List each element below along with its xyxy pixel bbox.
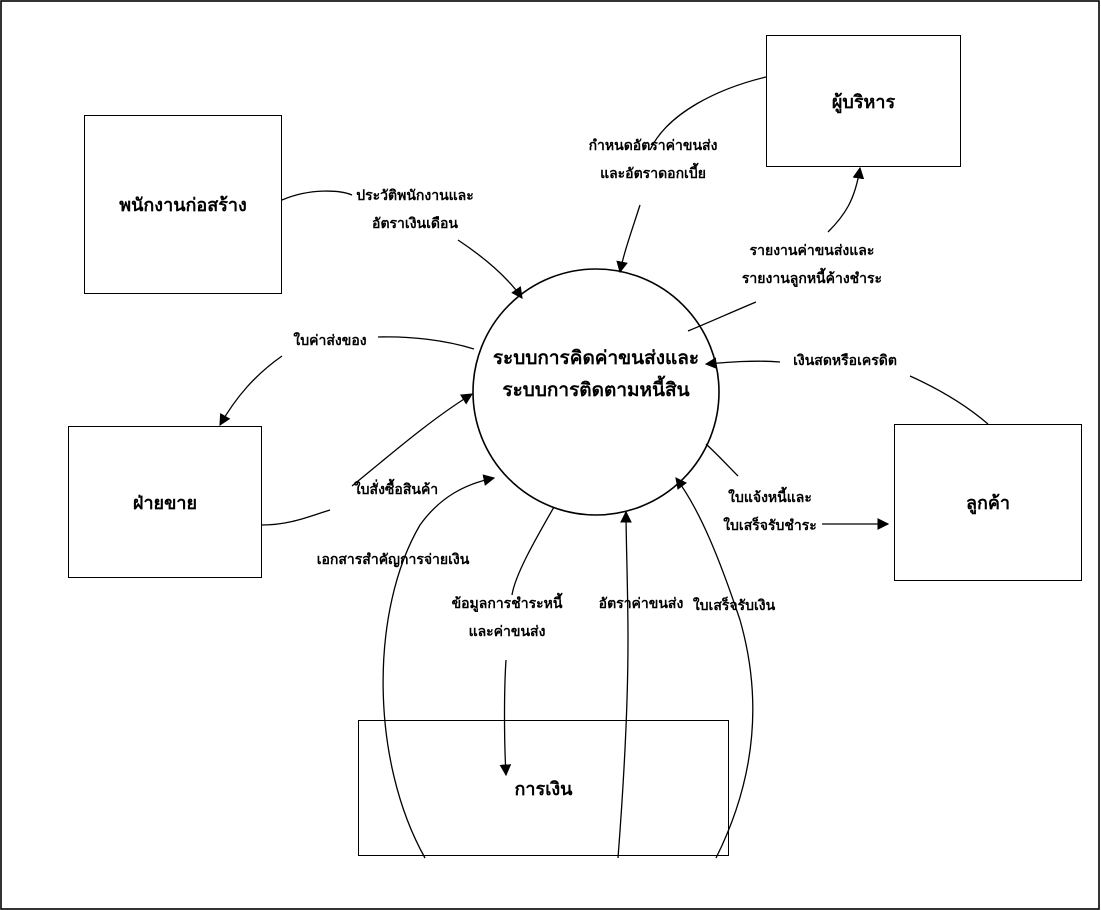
flow-arrow-delivery-note (219, 355, 283, 427)
flow-label-cash-credit-text: เงินสดหรือเครดิต (793, 353, 897, 369)
flow-line-delivery-note (377, 336, 475, 350)
flow-arrow-staff-history (457, 239, 523, 299)
flow-arrow-payment-info (499, 659, 512, 777)
entity-executive-label: ผู้บริหาร (831, 91, 896, 113)
flow-label-invoice-receipt: ใบแจ้งหนี้และ ใบเสร็จรับชำระ (718, 484, 822, 540)
flow-label-payment-docs-text: เอกสารสำคัญการจ่ายเงิน (316, 552, 470, 568)
flow-label-payment-info-line1: ข้อมูลการชำระหนี้ (451, 596, 563, 612)
entity-finance: การเงิน (358, 720, 729, 856)
flow-label-freight-rate-text: อัตราค่าขนส่ง (598, 596, 684, 612)
flow-label-receipt-text: ใบเสร็จรับเงิน (692, 598, 776, 614)
flow-label-delivery-note-text: ใบค่าส่งของ (293, 333, 367, 349)
flow-arrow-cash-credit (704, 357, 781, 369)
flow-label-reports-line2: รายงานลูกหนี้ค้างชำระ (741, 271, 883, 287)
entity-customer: ลูกค้า (894, 424, 1082, 581)
flow-label-set-rates-line1: กำหนดอัตราค่าขนส่ง (588, 138, 718, 154)
flow-line-set-rates-top (649, 76, 767, 151)
flow-label-invoice-receipt-line2: ใบเสร็จรับชำระ (723, 518, 817, 534)
flow-arrow-freight-rate (617, 510, 632, 859)
entity-executive: ผู้บริหาร (766, 35, 961, 167)
flow-label-staff-history: ประวัติพนักงานและ อัตราเงินเดือน (340, 182, 490, 238)
flow-label-cash-credit: เงินสดหรือเครดิต (780, 347, 910, 375)
flow-arrow-payment-docs (382, 474, 496, 859)
flow-line-cash-credit (909, 375, 989, 425)
flow-line-staff-history (281, 190, 353, 201)
process-title-line2: ระบบการติดตามหนี้สิน (502, 379, 690, 401)
flow-label-staff-history-line2: อัตราเงินเดือน (372, 216, 458, 232)
flow-arrow-purchase-order (351, 393, 473, 487)
flow-arrow-reports (827, 166, 865, 233)
flow-arrow-receipt (675, 477, 754, 859)
flow-label-invoice-receipt-line1: ใบแจ้งหนี้และ (728, 490, 812, 506)
entity-sales: ฝ่ายขาย (68, 426, 262, 578)
process-title: ระบบการคิดค่าขนส่งและ ระบบการติดตามหนี้ส… (466, 342, 726, 406)
process-title-line1: ระบบการคิดค่าขนส่งและ (492, 347, 700, 369)
flow-label-payment-info: ข้อมูลการชำระหนี้ และค่าขนส่ง (442, 590, 572, 646)
entity-customer-label: ลูกค้า (965, 493, 1011, 514)
flow-label-delivery-note: ใบค่าส่งของ (280, 327, 380, 355)
flow-label-staff-history-line1: ประวัติพนักงานและ (356, 188, 474, 204)
entity-construction-staff: พนักงานก่อสร้าง (84, 115, 282, 294)
process-circle (472, 268, 720, 516)
flow-line-sales-bottom (261, 509, 331, 526)
flow-label-receipt: ใบเสร็จรับเงิน (684, 592, 784, 620)
flow-label-reports: รายงานค่าขนส่งและ รายงานลูกหนี้ค้างชำระ (722, 237, 902, 293)
flow-label-purchase-order: ใบสั่งซื้อสินค้า (336, 476, 456, 504)
flow-line-payment-info (511, 506, 555, 596)
entity-sales-label: ฝ่ายขาย (132, 492, 198, 514)
flow-label-payment-info-line2: และค่าขนส่ง (468, 624, 546, 640)
entity-finance-label: การเงิน (514, 778, 573, 800)
flow-label-set-rates: กำหนดอัตราค่าขนส่ง และอัตราดอกเบี้ย (568, 132, 738, 188)
entity-construction-staff-label: พนักงานก่อสร้าง (119, 195, 247, 216)
flow-line-reports (687, 301, 757, 332)
flow-line-invoice-receipt (705, 443, 739, 477)
flow-label-reports-line1: รายงานค่าขนส่งและ (749, 243, 875, 259)
flow-label-set-rates-line2: และอัตราดอกเบี้ย (600, 166, 706, 182)
flow-label-freight-rate: อัตราค่าขนส่ง (586, 590, 696, 618)
flow-arrow-set-rates (616, 204, 641, 274)
flow-label-payment-docs: เอกสารสำคัญการจ่ายเงิน (308, 546, 478, 574)
flow-label-purchase-order-text: ใบสั่งซื้อสินค้า (353, 482, 439, 498)
